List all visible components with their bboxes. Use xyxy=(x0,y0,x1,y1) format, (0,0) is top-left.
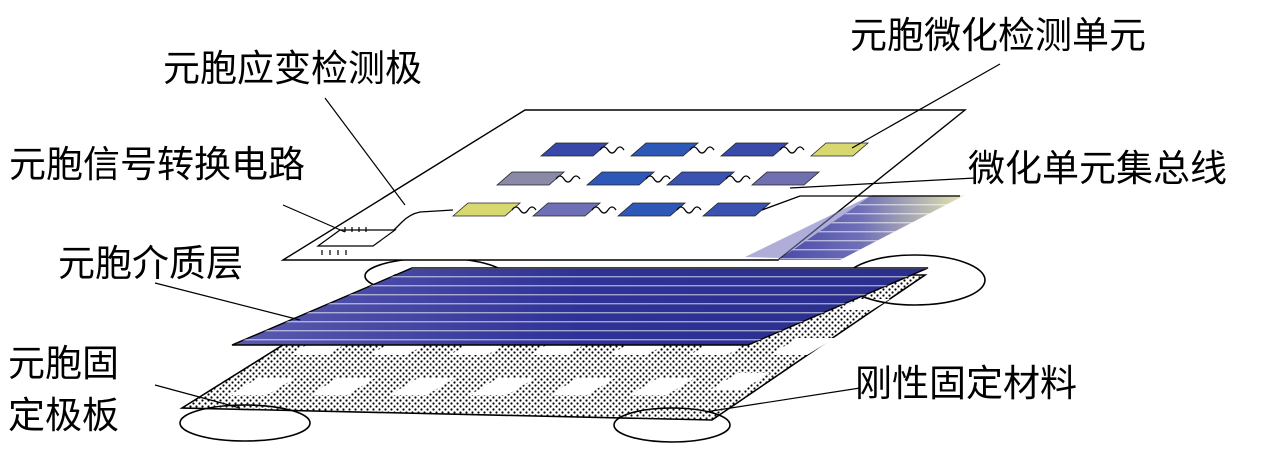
label-rigid-material: 刚性固定材料 xyxy=(855,362,1077,405)
cell-wires xyxy=(391,146,960,233)
cell-units xyxy=(451,142,870,217)
dielectric-layer xyxy=(231,267,929,346)
label-strain-electrode: 元胞应变检测极 xyxy=(163,47,422,90)
label-signal-circuit: 元胞信号转换电路 xyxy=(9,143,305,186)
leader-lines xyxy=(154,63,1001,413)
label-dielectric-layer: 元胞介质层 xyxy=(58,242,243,285)
signal-circuit-chip xyxy=(316,227,397,255)
label-micro-unit: 元胞微化检测单元 xyxy=(850,14,1146,57)
label-fixed-plate-line1: 元胞固 xyxy=(8,342,119,385)
label-fixed-plate-line2: 定极板 xyxy=(8,394,119,437)
label-bus-line: 微化单元集总线 xyxy=(968,147,1227,190)
